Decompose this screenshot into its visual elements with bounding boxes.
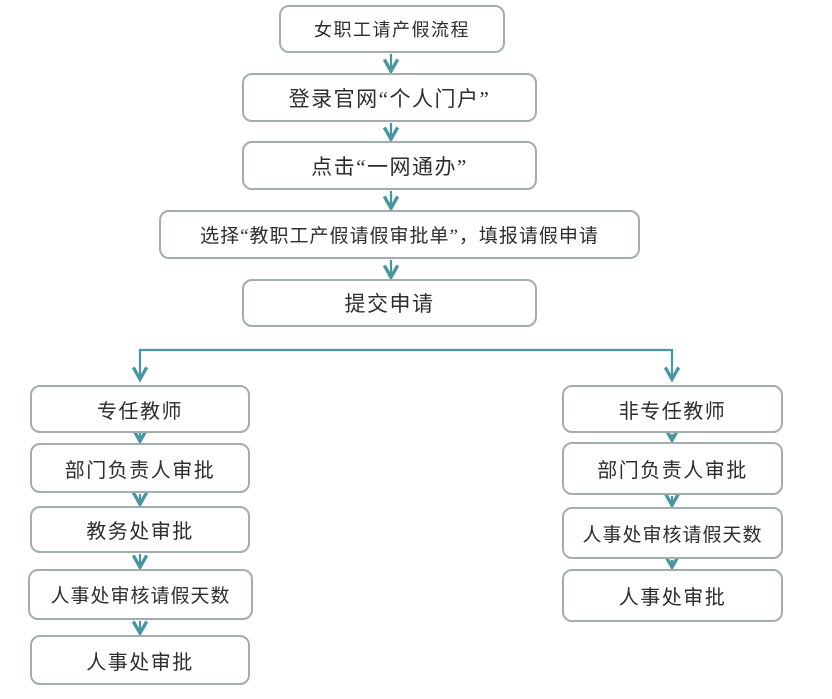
flow-node-submit-application: 提交申请 xyxy=(242,279,537,327)
flow-node-right-hr-review-days: 人事处审核请假天数 xyxy=(562,507,783,559)
flow-node-select-approval-form: 选择“教职工产假请假审批单”，填报请假申请 xyxy=(159,210,640,259)
flow-node-fulltime-teacher: 专任教师 xyxy=(30,385,250,433)
flow-node-left-hr-review-days: 人事处审核请假天数 xyxy=(28,569,253,620)
flow-node-login-portal: 登录官网“个人门户” xyxy=(242,73,537,122)
branch-split-connector xyxy=(140,348,672,378)
flow-node-non-fulltime-teacher: 非专任教师 xyxy=(562,385,783,433)
flow-node-academic-affairs-approval: 教务处审批 xyxy=(30,506,250,553)
flow-node-right-hr-approval: 人事处审批 xyxy=(562,569,783,622)
flow-node-left-hr-approval: 人事处审批 xyxy=(30,635,250,685)
flow-node-left-dept-head-approval: 部门负责人审批 xyxy=(30,443,250,493)
flow-node-one-stop-service: 点击“一网通办” xyxy=(242,141,537,190)
flow-node-title: 女职工请产假流程 xyxy=(279,5,505,53)
flow-node-right-dept-head-approval: 部门负责人审批 xyxy=(562,442,783,495)
